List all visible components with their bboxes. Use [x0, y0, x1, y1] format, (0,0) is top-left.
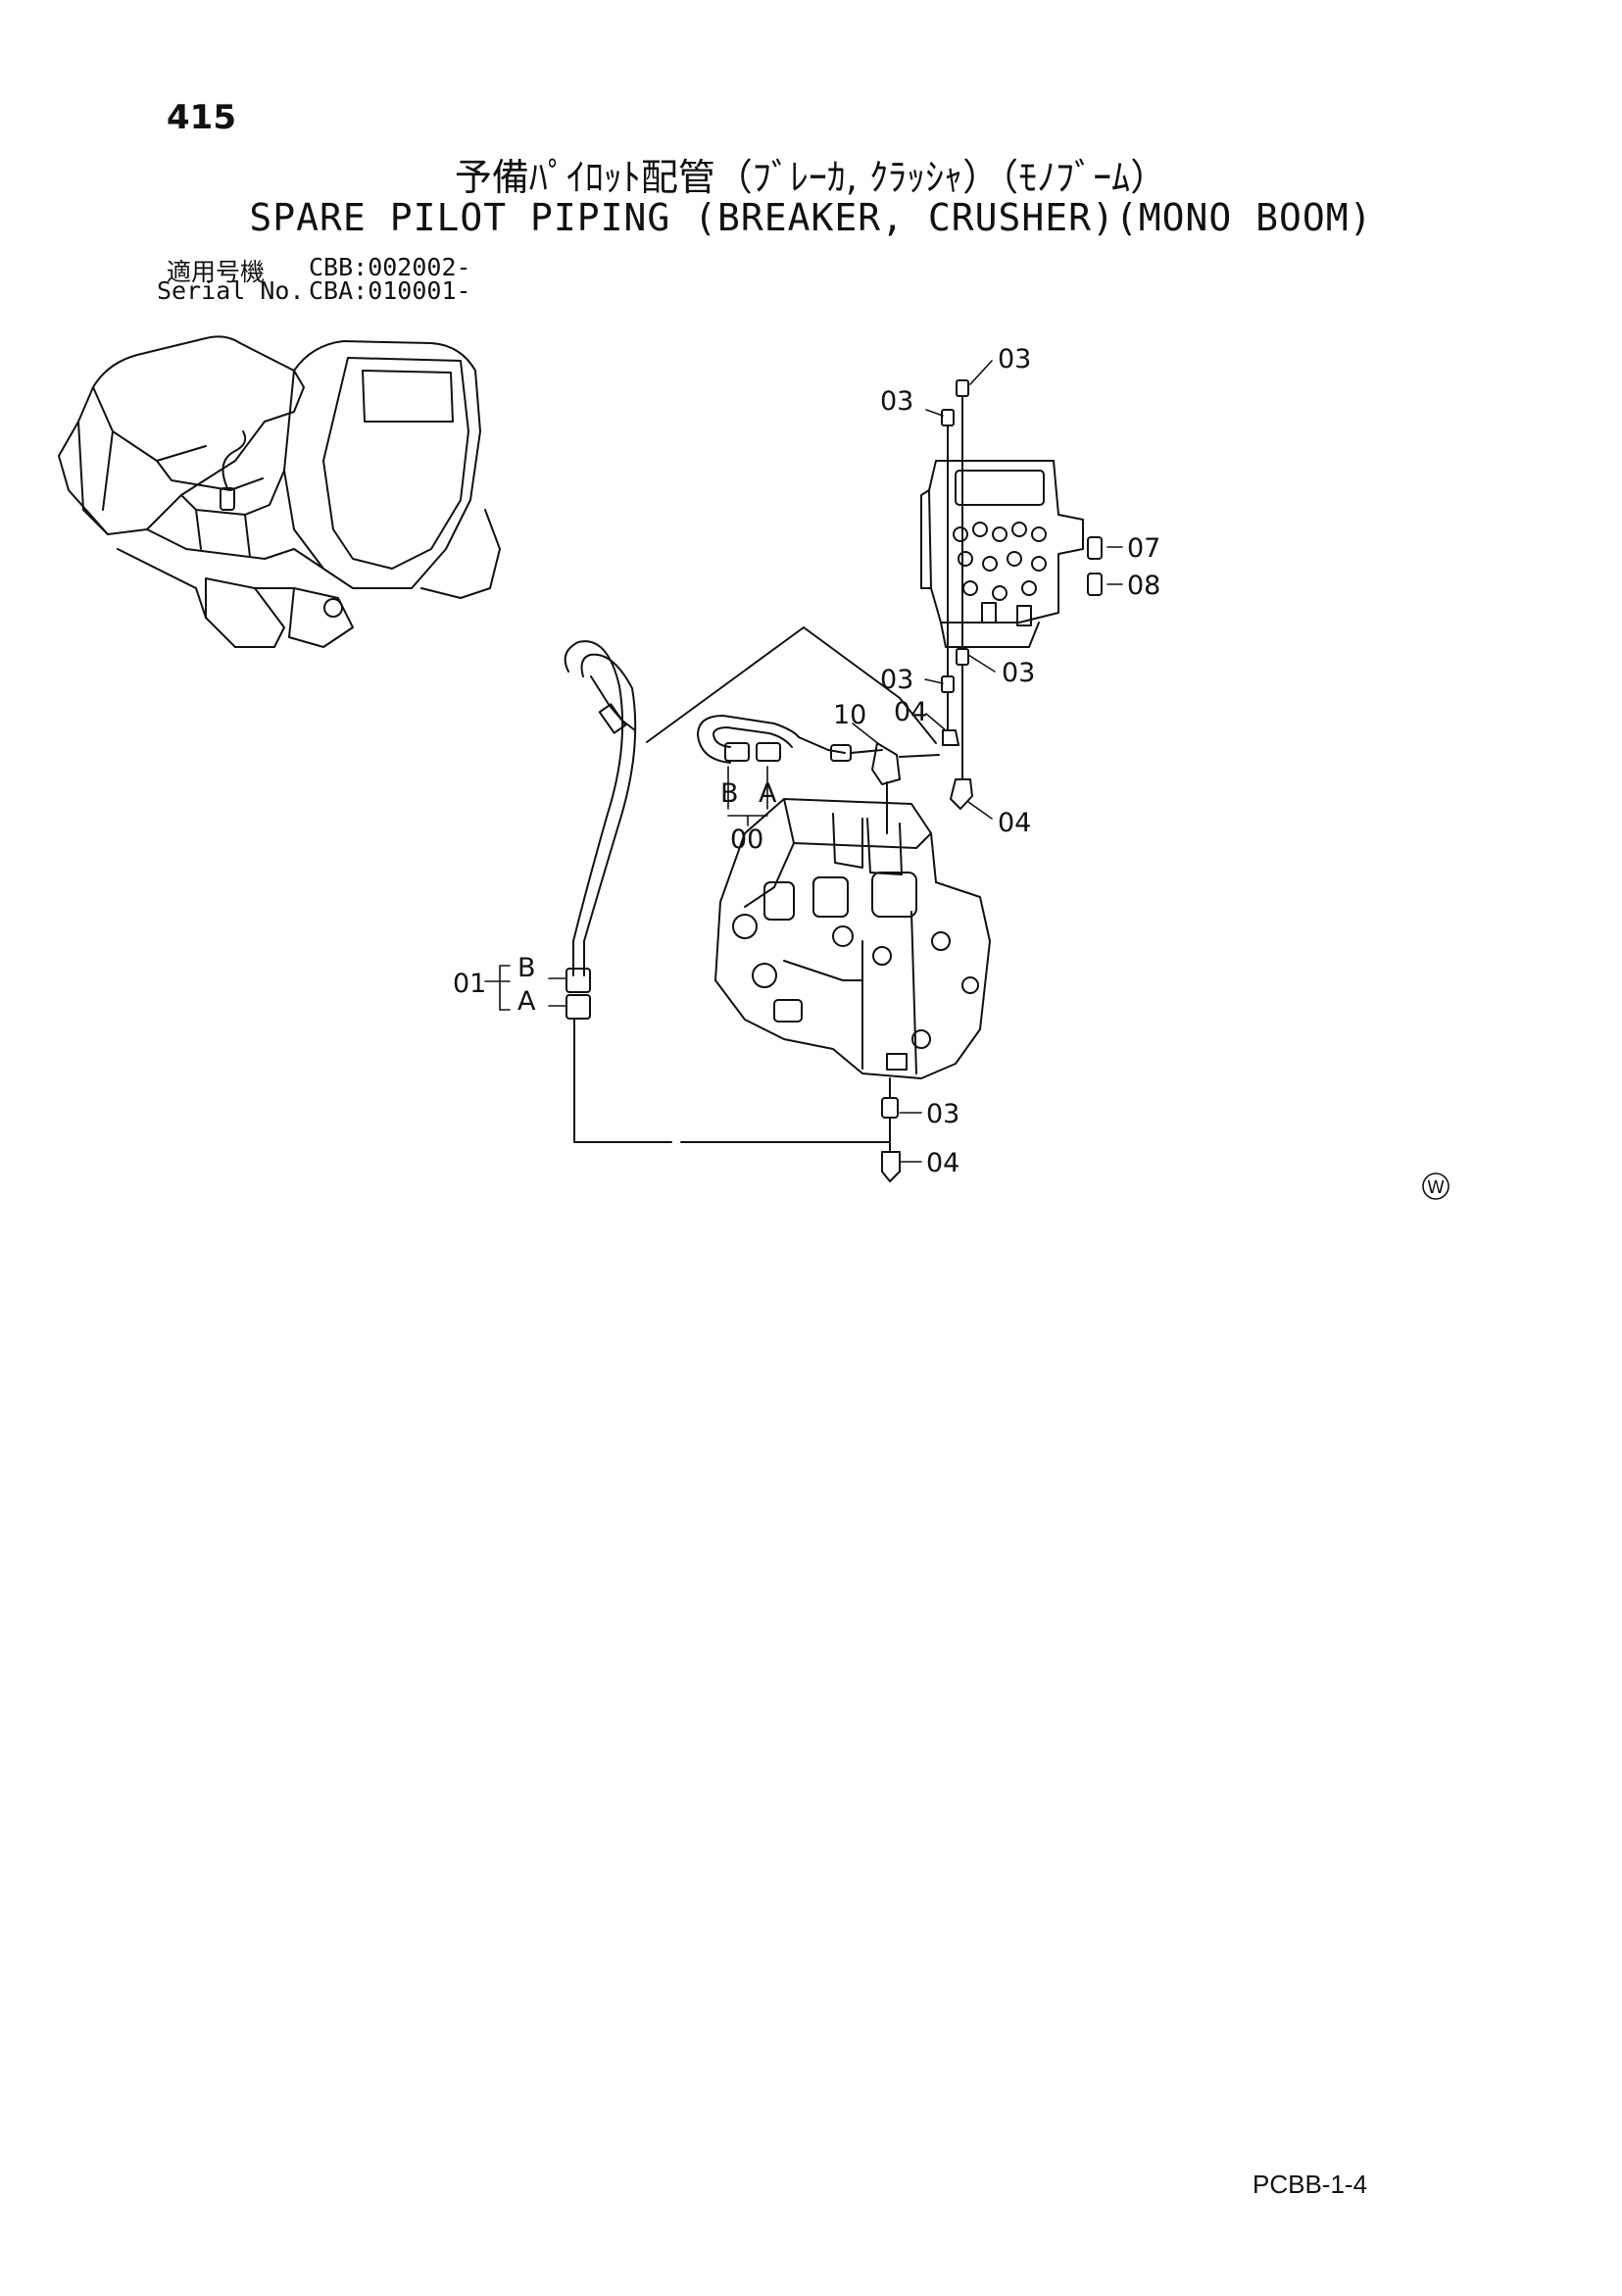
- serial-number-value: CBA:010001-: [309, 276, 471, 305]
- hose-end-a-label: A: [759, 778, 777, 809]
- callout-01-end-a: A: [517, 986, 536, 1017]
- pilot-pipe-lines: [941, 379, 973, 810]
- bottom-fittings: [573, 1019, 901, 1182]
- page-code: PCBB-1-4: [1253, 2170, 1368, 2199]
- callout-03: 03: [880, 665, 913, 695]
- callout-08: 08: [1127, 571, 1160, 601]
- callout-03: 03: [926, 1099, 959, 1129]
- applicable-model-label: 適用号機: [167, 258, 266, 286]
- callout-labels: 03 03 07 08 03 03 10 04 04 B A 00 01 B A…: [453, 344, 1445, 1198]
- callout-03: 03: [998, 344, 1031, 374]
- page-title-japanese: 予備ﾊﾟｲﾛｯﾄ配管（ﾌﾞﾚｰｶ, ｸﾗｯｼｬ）（ﾓﾉﾌﾞｰﾑ）: [454, 156, 1168, 199]
- hose-assemblies: [564, 626, 940, 1020]
- machine-overview-drawing: [58, 335, 501, 648]
- control-valve-assembly: [714, 781, 991, 1079]
- watermark-w-icon: W: [1427, 1177, 1445, 1198]
- callout-10: 10: [833, 700, 866, 730]
- callout-04: 04: [998, 808, 1031, 838]
- callout-04: 04: [926, 1148, 959, 1178]
- callout-01-end-b: B: [517, 953, 536, 983]
- pilot-valve-block: [920, 460, 1103, 648]
- callout-04: 04: [894, 697, 927, 727]
- callout-03: 03: [1002, 658, 1035, 688]
- page-number: 415: [167, 98, 236, 137]
- hose-end-b-label: B: [720, 778, 739, 809]
- callout-07: 07: [1127, 533, 1160, 564]
- callout-00: 00: [730, 824, 763, 855]
- serial-number-label: Serial No.: [157, 276, 305, 305]
- callout-01: 01: [453, 969, 486, 999]
- page-title-english: SPARE PILOT PIPING (BREAKER, CRUSHER)(MO…: [249, 196, 1373, 239]
- applicable-model-value: CBB:002002-: [309, 253, 471, 281]
- callout-03: 03: [880, 386, 913, 417]
- leader-lines: [484, 360, 1450, 1200]
